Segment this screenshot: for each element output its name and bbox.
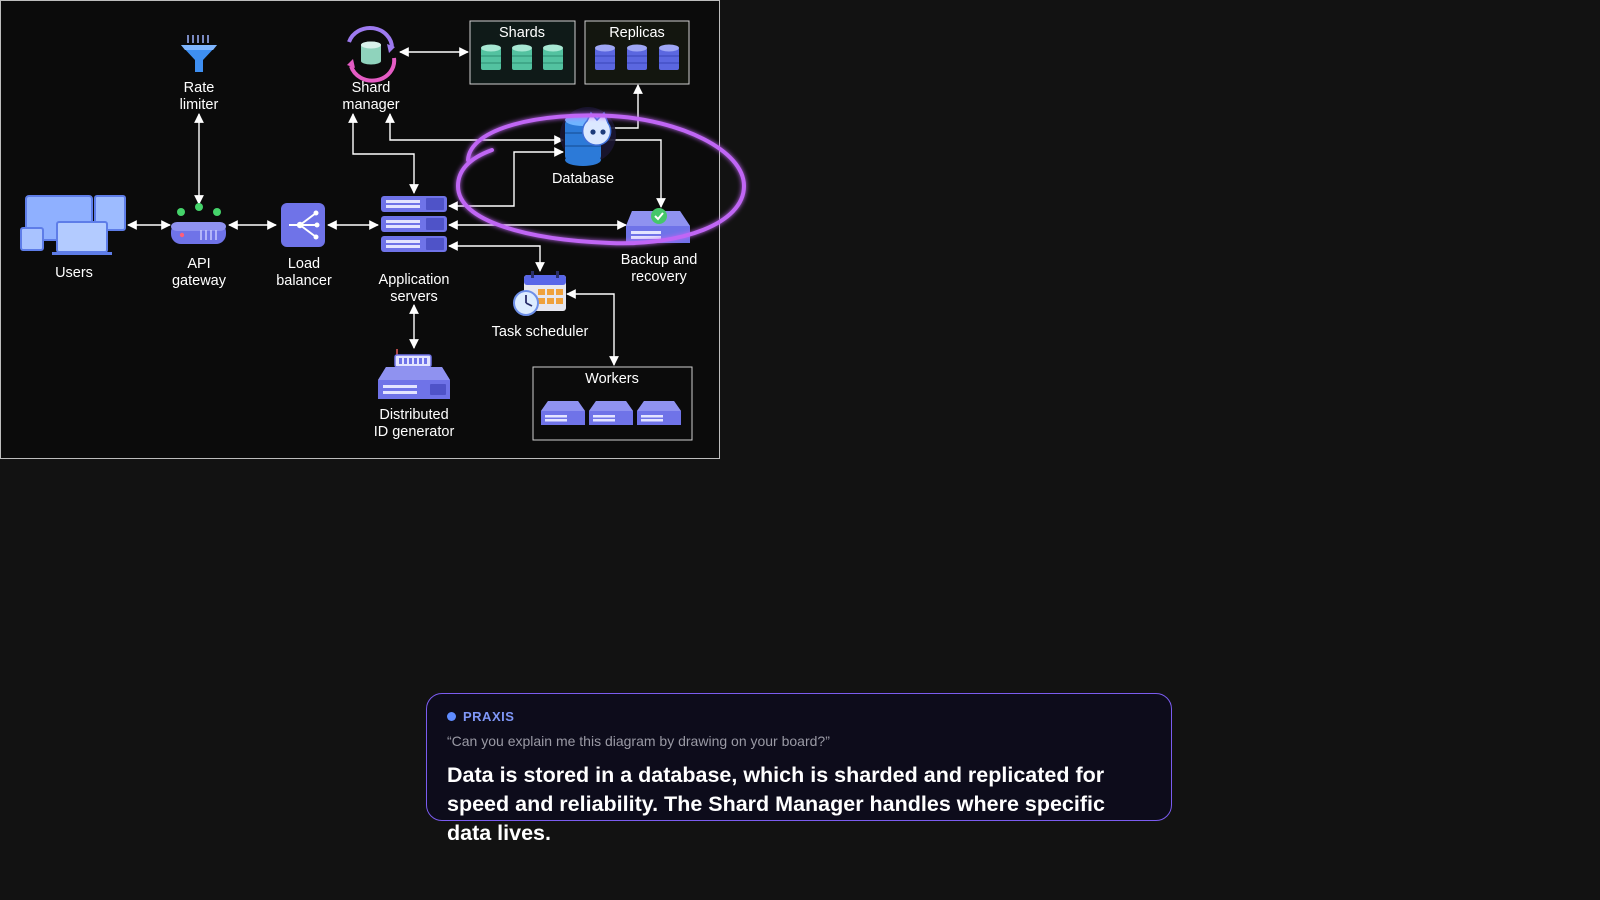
calendar-clock-icon	[513, 271, 566, 316]
workers-group: Workers	[532, 366, 693, 441]
network-split-icon	[281, 203, 325, 247]
assistant-caption-card: PRAXIS “Can you explain me this diagram …	[426, 693, 1172, 845]
id-generator-icon	[378, 349, 450, 399]
shards-label: Shards	[499, 25, 545, 41]
replica-db-icon	[595, 44, 615, 70]
worker-server-icon	[589, 401, 633, 425]
workers-label: Workers	[585, 371, 639, 387]
assistant-name: PRAXIS	[463, 708, 515, 724]
status-dot-icon	[447, 711, 456, 721]
worker-server-icon	[541, 401, 585, 425]
shard-db-icon	[512, 44, 532, 70]
shard-db-icon	[481, 44, 501, 70]
task-scheduler-label: Task scheduler	[492, 324, 589, 340]
backup-server-icon	[626, 208, 690, 243]
assistant-header: PRAXIS	[447, 706, 1151, 726]
router-icon	[171, 203, 226, 244]
shards-group: Shards	[469, 20, 576, 85]
sync-database-icon	[347, 25, 397, 83]
users-node: Users	[20, 195, 126, 281]
replica-db-icon	[627, 44, 647, 70]
task-scheduler-node: Task scheduler	[492, 271, 589, 340]
shard-db-icon	[543, 44, 563, 70]
users-label: Users	[55, 265, 93, 281]
database-label: Database	[552, 171, 614, 187]
replica-db-icon	[659, 44, 679, 70]
user-question: “Can you explain me this diagram by draw…	[447, 733, 830, 749]
worker-server-icon	[637, 401, 681, 425]
server-rack-icon	[381, 196, 447, 252]
funnel-icon	[181, 35, 217, 72]
connectors	[127, 47, 666, 366]
replicas-label: Replicas	[609, 25, 665, 41]
replicas-group: Replicas	[584, 20, 690, 85]
highlight-annotation	[455, 113, 747, 246]
devices-icon	[20, 195, 126, 255]
assistant-answer: Data is stored in a database, which is s…	[447, 763, 1105, 845]
